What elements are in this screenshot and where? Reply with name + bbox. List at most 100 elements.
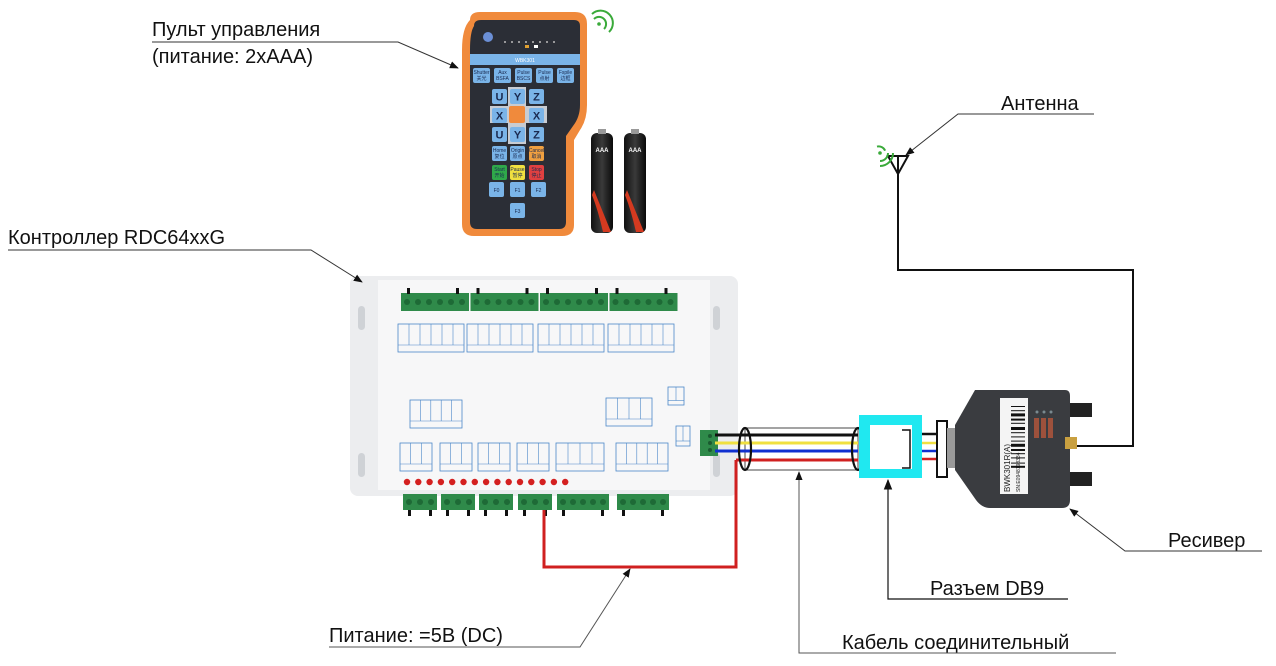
remote-key-sublabel: BSFA: [496, 76, 509, 82]
port-label-box: [399, 442, 433, 472]
remote-key-label: Shutter: [473, 70, 489, 76]
remote-axis-key-label: U: [496, 92, 504, 104]
status-led: [482, 478, 490, 486]
port-label-box: [605, 397, 653, 427]
status-led: [437, 478, 445, 486]
remote-key-sublabel: 复位: [494, 153, 504, 160]
remote-axis-key-label: Z: [533, 130, 540, 142]
status-led: [516, 478, 524, 486]
remote-axis-key[interactable]: U: [492, 89, 507, 104]
remote-axis-key[interactable]: Z: [529, 127, 544, 142]
remote-key-sublabel: 取消: [531, 153, 541, 160]
port-label-box: [477, 442, 511, 472]
status-led: [494, 478, 501, 486]
remote-axis-key-label: U: [496, 130, 504, 142]
power-label: Питание: =5В (DC): [329, 625, 503, 647]
remote-control: WBK301 Shutter关光AuxBSFAPulseBSCSPulse点射F…: [462, 12, 587, 236]
remote-function-keys: Home复位Origin原点Cancel取消Start开始Pause暂停Stop…: [492, 146, 544, 180]
remote-axis-key-label: Y: [514, 130, 522, 142]
remote-f-key-label: F3: [515, 209, 521, 215]
port-label-box: [555, 442, 605, 472]
port-label-box: [667, 386, 685, 406]
receiver: BWK301R(A) SN:E0948193334: [955, 390, 1092, 508]
status-led: [528, 478, 535, 486]
terminal-block: [401, 288, 469, 311]
remote-key-label: Pulse: [538, 70, 551, 76]
remote-axis-key-label: Y: [514, 92, 522, 104]
barcode: [1011, 406, 1025, 468]
remote-f-key[interactable]: F1: [510, 182, 525, 197]
receiver-serial-label: SN:E0948193334: [1016, 452, 1022, 492]
remote-key-sublabel: 暂停: [512, 172, 522, 179]
antenna-label: Антенна: [1001, 93, 1080, 115]
cable-leader-arrow-icon: [795, 471, 1116, 654]
terminal-block: [540, 288, 608, 311]
remote-key-sublabel: 关光: [476, 75, 486, 82]
port-labels: [397, 323, 691, 472]
remote-key-label: Start: [494, 167, 505, 173]
remote-key-sublabel: 点射: [539, 75, 549, 82]
remote-key-sublabel: 边框: [560, 75, 570, 82]
status-led: [449, 478, 456, 486]
remote-axis-key[interactable]: Z: [529, 89, 544, 104]
remote-f-key[interactable]: F3: [510, 203, 525, 218]
remote-key-sublabel: 原点: [512, 154, 522, 160]
antenna-icon: [886, 155, 910, 195]
remote-key-label: Cancel: [529, 148, 545, 154]
port-label-box: [409, 399, 463, 429]
remote-axis-key[interactable]: X: [492, 108, 507, 123]
port-label-box: [675, 425, 691, 447]
battery-icon: AAA: [624, 129, 646, 233]
remote-center-key[interactable]: [509, 106, 525, 123]
antenna-leader-arrow-icon: [905, 113, 1094, 156]
remote-f-key-label: F0: [494, 188, 500, 194]
port-label-box: [397, 323, 465, 353]
remote-key-label: Pause: [510, 167, 524, 173]
remote-axis-key[interactable]: X: [529, 108, 544, 123]
remote-f-key[interactable]: F0: [489, 182, 504, 197]
remote-axis-key-label: X: [533, 111, 541, 123]
remote-key-label: Home: [493, 148, 507, 154]
remote-f-key-label: F2: [536, 188, 542, 194]
port-label-box: [466, 323, 534, 353]
terminal-block: [518, 494, 552, 516]
db9-connector: [859, 415, 963, 478]
power-wire: [542, 460, 738, 569]
battery-icon: AAA: [591, 129, 613, 233]
port-label-box: [607, 323, 675, 353]
logo-icon: [483, 32, 493, 42]
port-label-box: [537, 323, 605, 353]
controller-board: [350, 276, 738, 516]
remote-model-label: WBK301: [515, 58, 535, 64]
remote-axis-key[interactable]: Y: [510, 127, 525, 142]
remote-key-label: Pulse: [517, 70, 530, 76]
bottom-terminal-blocks: [403, 494, 669, 516]
remote-axis-key[interactable]: U: [492, 127, 507, 142]
remote-model-strip: [470, 54, 580, 65]
remote-axis-key[interactable]: Y: [510, 89, 525, 104]
remote-key-label: Stop: [531, 167, 542, 173]
remote-label-line1: Пульт управления: [152, 19, 320, 41]
remote-f-key[interactable]: F2: [531, 182, 546, 197]
svg-text:AAA: AAA: [629, 148, 643, 154]
remote-key-sublabel: 开始: [494, 172, 504, 179]
controller-leds: [403, 478, 569, 486]
wifi-signal-icon: [876, 145, 894, 167]
remote-key-sublabel: 停止: [531, 172, 541, 179]
db9-label: Разъем DB9: [930, 578, 1044, 600]
wifi-signal-icon: [591, 9, 614, 33]
